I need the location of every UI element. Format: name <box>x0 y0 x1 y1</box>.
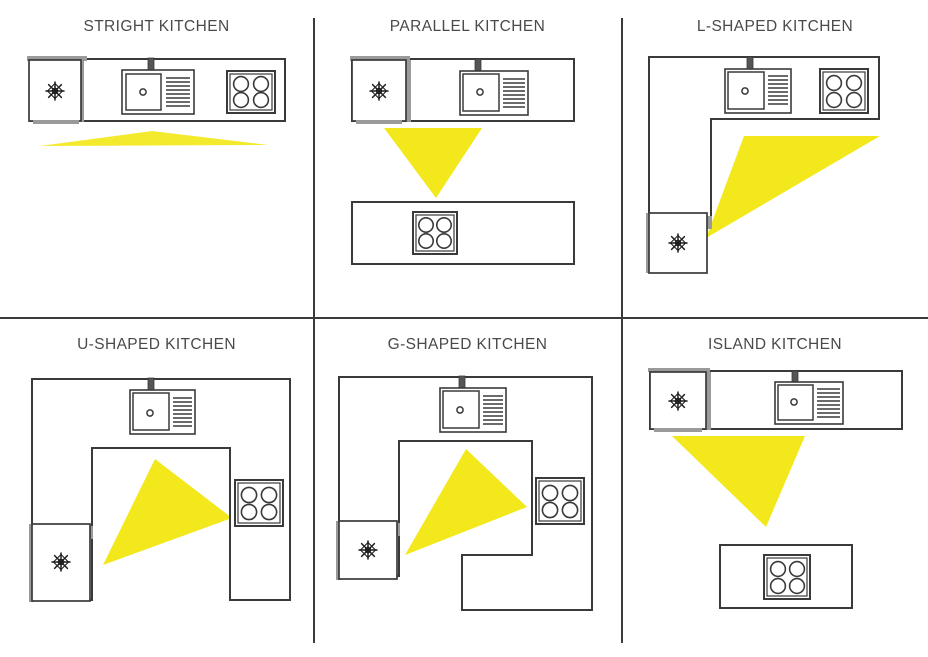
sink-with-drainboard-icon <box>439 375 507 433</box>
diagram-parallel-kitchen <box>314 0 621 317</box>
diagram-l-shaped-kitchen <box>622 0 928 317</box>
work-triangle-straight <box>40 131 268 146</box>
snowflake-icon <box>668 233 688 253</box>
sink-with-drainboard-icon <box>121 57 195 115</box>
snowflake-icon <box>358 540 378 560</box>
grid-divider-horizontal <box>0 317 928 319</box>
refrigerator <box>29 523 93 602</box>
panel-title-straight: STRIGHT KITCHEN <box>83 18 230 35</box>
panel-title-parallel: PARALLEL KITCHEN <box>389 18 546 35</box>
diagram-straight-kitchen <box>0 0 313 317</box>
grid-divider-vertical-right <box>621 18 623 643</box>
work-triangle-island <box>672 436 805 527</box>
diagram-island-kitchen <box>622 318 928 657</box>
work-triangle-g-shaped <box>405 449 527 555</box>
refrigerator <box>27 56 87 124</box>
panel-u-shaped-kitchen[interactable]: U-SHAPED KITCHEN <box>0 318 313 657</box>
panel-title-u-shaped: U-SHAPED KITCHEN <box>77 336 236 353</box>
panel-island-kitchen[interactable]: ISLAND KITCHEN <box>622 318 928 657</box>
drainboard-grooves <box>166 77 190 107</box>
refrigerator <box>336 520 400 580</box>
snowflake-icon <box>369 81 389 101</box>
drainboard-grooves <box>173 397 192 427</box>
refrigerator <box>648 368 711 432</box>
drainboard-grooves <box>503 78 525 108</box>
work-triangle-parallel <box>384 128 482 198</box>
snowflake-icon <box>51 552 71 572</box>
panel-l-shaped-kitchen[interactable]: L-SHAPED KITCHEN <box>622 0 928 317</box>
four-burner-cooktop-icon <box>234 479 284 527</box>
four-burner-cooktop-icon <box>819 68 869 114</box>
four-burner-cooktop-icon <box>535 477 585 525</box>
panel-straight-kitchen[interactable]: STRIGHT KITCHEN <box>0 0 313 317</box>
diagram-u-shaped-kitchen <box>0 318 313 657</box>
panel-title-l-shaped: L-SHAPED KITCHEN <box>696 18 854 35</box>
grid-divider-vertical-left <box>313 18 315 643</box>
four-burner-cooktop-icon <box>412 211 458 255</box>
drainboard-grooves <box>483 395 503 425</box>
panel-title-island: ISLAND KITCHEN <box>708 336 842 353</box>
panel-parallel-kitchen[interactable]: PARALLEL KITCHEN <box>314 0 621 317</box>
drainboard-grooves <box>768 75 788 105</box>
sink-with-drainboard-icon <box>774 370 844 425</box>
panel-g-shaped-kitchen[interactable]: G-SHAPED KITCHEN <box>314 318 621 657</box>
snowflake-icon <box>668 391 688 411</box>
work-triangle-l-shaped <box>706 136 880 238</box>
work-triangle-u-shaped <box>103 459 232 565</box>
panel-title-g-shaped: G-SHAPED KITCHEN <box>387 336 548 353</box>
counter-run-bottom <box>351 201 575 265</box>
sink-with-drainboard-icon <box>129 377 196 435</box>
four-burner-cooktop-icon <box>763 554 811 600</box>
refrigerator <box>646 212 712 274</box>
snowflake-icon <box>45 81 65 101</box>
drainboard-grooves <box>817 388 840 418</box>
sink-with-drainboard-icon <box>724 56 792 114</box>
four-burner-cooktop-icon <box>226 70 276 114</box>
diagram-g-shaped-kitchen <box>314 318 621 657</box>
refrigerator <box>350 56 411 124</box>
sink-with-drainboard-icon <box>459 58 529 116</box>
